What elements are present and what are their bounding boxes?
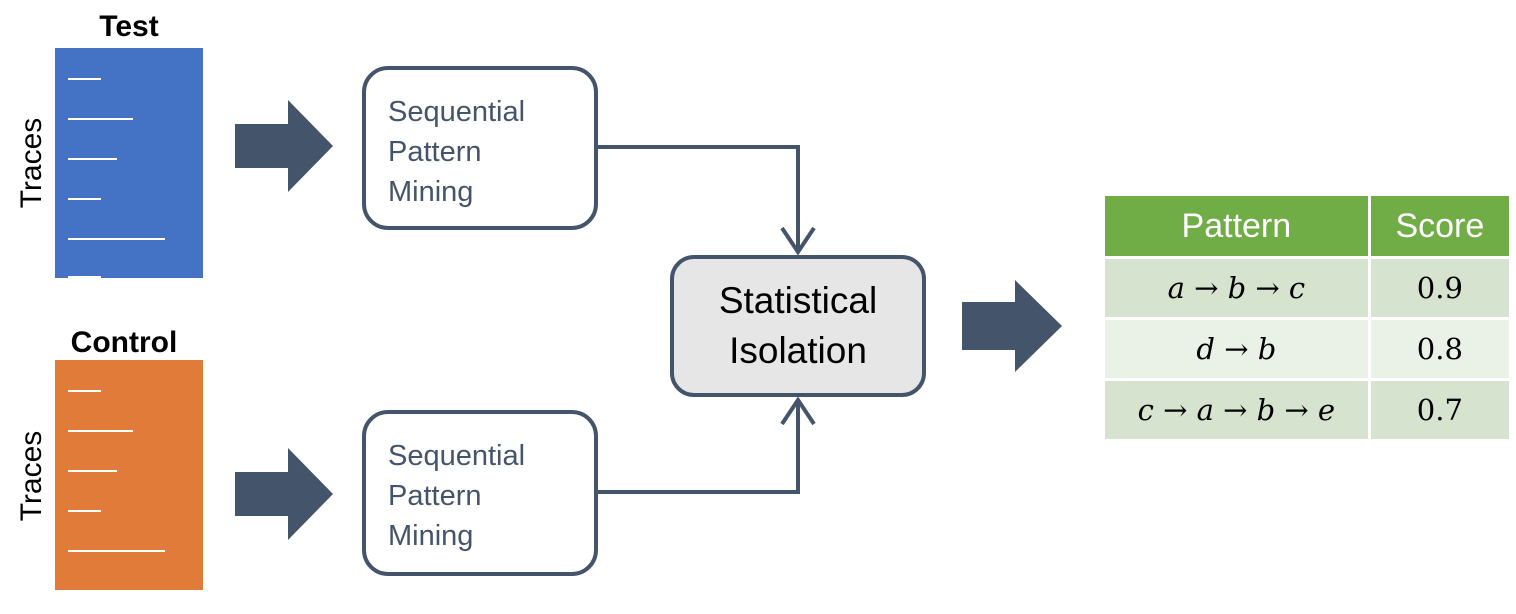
pattern-cell: d → b — [1102, 317, 1371, 381]
trace-line — [68, 550, 165, 552]
table-row: d → b 0.8 — [1102, 317, 1513, 381]
pattern-column-header: Pattern — [1102, 193, 1371, 259]
score-cell: 0.7 — [1367, 378, 1513, 442]
results-header-row: Pattern Score — [1102, 193, 1513, 259]
score-cell: 0.8 — [1367, 317, 1513, 381]
results-table: Pattern Score a → b → c 0.9 d → b 0.8 c … — [1102, 193, 1513, 442]
trace-line — [68, 276, 101, 278]
mining-box-bottom: Sequential Pattern Mining — [362, 410, 598, 576]
connector-top — [597, 145, 800, 252]
trace-line — [68, 390, 101, 392]
block-arrow-result — [962, 280, 1062, 372]
trace-line — [68, 510, 101, 512]
trace-line — [68, 470, 117, 472]
block-arrow-test — [235, 100, 333, 192]
statistical-isolation-label: Statistical Isolation — [718, 280, 878, 371]
mining-box-top: Sequential Pattern Mining — [362, 66, 598, 230]
statistical-isolation-box: Statistical Isolation — [670, 255, 926, 397]
connector-bottom-arrowhead — [780, 396, 816, 426]
test-trace-panel — [55, 48, 203, 278]
mining-box-top-label: Sequential Pattern Mining — [388, 96, 526, 208]
score-cell: 0.9 — [1367, 256, 1513, 320]
pattern-cell: c → a → b → e — [1102, 378, 1371, 442]
pattern-cell: a → b → c — [1102, 256, 1371, 320]
table-row: a → b → c 0.9 — [1102, 256, 1513, 320]
mining-box-bottom-label: Sequential Pattern Mining — [388, 440, 526, 552]
connector-top-arrowhead — [780, 226, 816, 256]
trace-line — [68, 158, 117, 160]
trace-line — [68, 238, 165, 240]
trace-line — [68, 78, 101, 80]
table-row: c → a → b → e 0.7 — [1102, 378, 1513, 442]
control-group-title: Control — [70, 326, 178, 359]
connector-bottom — [597, 400, 800, 494]
trace-line — [68, 118, 133, 120]
control-trace-panel — [55, 360, 203, 590]
block-arrow-control — [235, 448, 333, 540]
score-column-header: Score — [1367, 193, 1513, 259]
trace-line — [68, 430, 133, 432]
trace-line — [68, 198, 101, 200]
test-group-title: Test — [99, 10, 159, 43]
